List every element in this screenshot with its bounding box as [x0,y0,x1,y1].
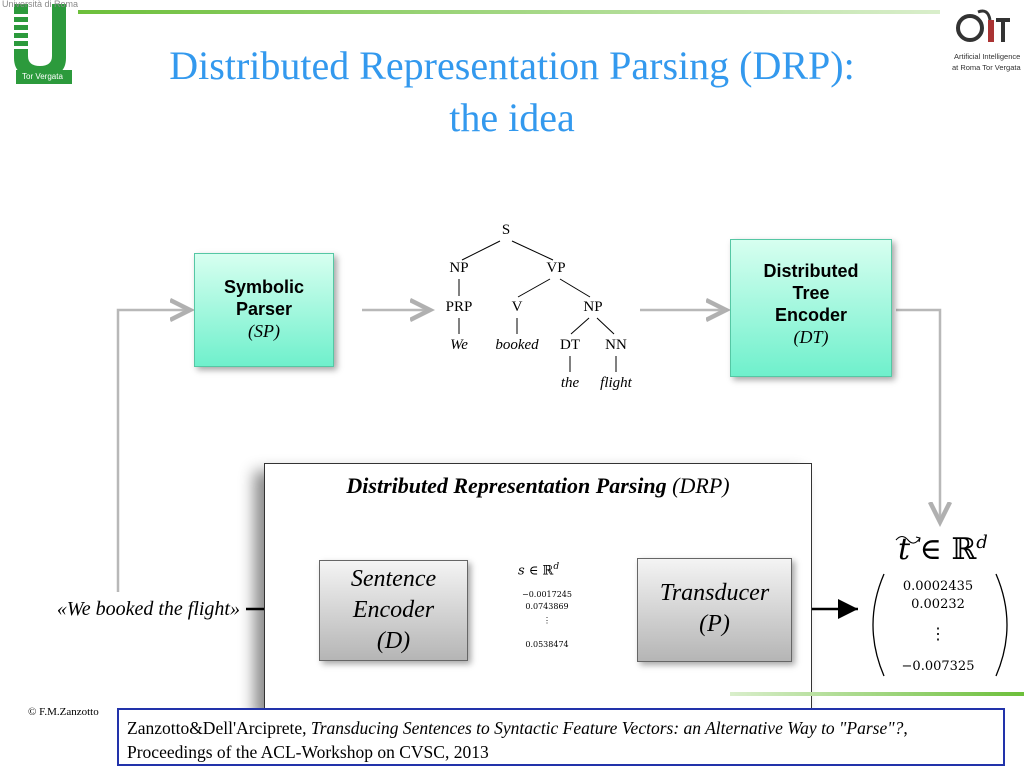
reference-venue: , Proceedings of the ACL-Workshop on CVS… [127,718,908,762]
reference-authors: Zanzotto&Dell'Arciprete, [127,718,311,738]
copyright-notice: © F.M.Zanzotto [28,706,99,718]
parse-tree-edges [458,240,617,372]
s-vector-space: ∈ ℝ [524,563,554,579]
tree-node-vp: VP [546,260,566,276]
t-vector-space: ∈ ℝ [910,532,977,567]
tree-node-np2: NP [583,299,603,315]
art-lab-logo-icon: Artificial Intelligence at Roma Tor Verg… [948,6,1021,78]
tree-leaf-the: the [560,375,580,391]
transducer-box: Transducer (P) [637,558,792,662]
tvec-right-paren [995,573,1008,677]
tree-node-v: V [511,299,523,315]
dt-line-2: Tree [792,283,830,303]
tree-node-nn: NN [605,337,627,353]
lab-name-line-2: at Roma Tor Vergata [952,63,1021,72]
t-vector-vdots: ⋮ [930,624,946,643]
tree-leaf-booked: booked [495,337,539,353]
university-name: Università di Roma [2,0,79,9]
dt-line-1: Distributed [763,261,859,281]
s-vector-var: s [518,563,525,579]
tvec-left-paren [872,573,885,677]
s-vector-vdots: ⋮ [543,616,551,625]
university-logo-icon: Università di Roma Tor Vergata [2,0,78,86]
t-vector-label: t ∈ ℝd [898,532,988,567]
s-vector-exp: d [553,562,560,572]
dt-line-3: Encoder [774,305,848,325]
s-vector-value-3: 0.0538474 [525,640,569,649]
t-vector-value-2: 0.00232 [911,597,965,612]
symbolic-parser-box: Symbolic Parser (SP) [194,253,334,367]
title-line-1: Distributed Representation Parsing (DRP)… [169,43,855,88]
transducer-line-2: (P) [699,611,730,637]
top-rule [78,10,940,14]
transducer-line-1: Transducer [659,580,770,606]
encoder-line-1: Sentence [350,566,437,592]
title-line-2: the idea [449,95,575,140]
sp-line-1: Symbolic [223,277,305,297]
t-vector-exp: d [976,532,988,553]
sp-line-2: Parser [235,299,293,319]
input-sentence: «We booked the flight» [56,598,240,620]
university-campus: Tor Vergata [22,72,63,81]
s-vector-label: s ∈ ℝd [518,562,559,578]
tree-node-prp: PRP [445,299,473,315]
bottom-rule [730,692,1024,696]
t-vector-var: t [898,532,911,567]
encoder-line-2: Encoder [352,597,435,623]
arrow-dt-to-vector [896,308,940,522]
sentence-encoder-box: Sentence Encoder (D) [319,560,468,661]
reference-title: Transducing Sentences to Syntactic Featu… [310,718,904,738]
drp-title-abbr: (DRP) [672,473,730,498]
distributed-tree-encoder-box: Distributed Tree Encoder (DT) [730,239,892,377]
encoder-line-3: (D) [376,628,411,654]
dt-abbr: (DT) [793,327,829,347]
tree-leaf-flight: flight [600,375,632,391]
slide-title: Distributed Representation Parsing (DRP)… [100,40,924,144]
tree-node-s: S [501,222,511,238]
t-vector-value-1: 0.0002435 [902,579,974,594]
arrow-input-to-sp [116,310,190,592]
t-vector-value-3: −0.007325 [901,659,975,674]
s-vector-value-1: −0.0017245 [522,590,572,599]
tree-node-dt: DT [560,337,580,353]
reference-box: Zanzotto&Dell'Arciprete, Transducing Sen… [117,708,1005,766]
tree-leaf-we: We [450,337,468,353]
tvec-tilde-arrow [895,535,921,544]
tree-node-np: NP [449,260,469,276]
lab-name-line-1: Artificial Intelligence [954,52,1021,61]
drp-title-name: Distributed Representation Parsing [346,473,667,498]
sp-abbr: (SP) [248,321,280,341]
drp-panel-title: Distributed Representation Parsing (DRP) [264,473,812,499]
s-vector-value-2: 0.0743869 [525,602,569,611]
